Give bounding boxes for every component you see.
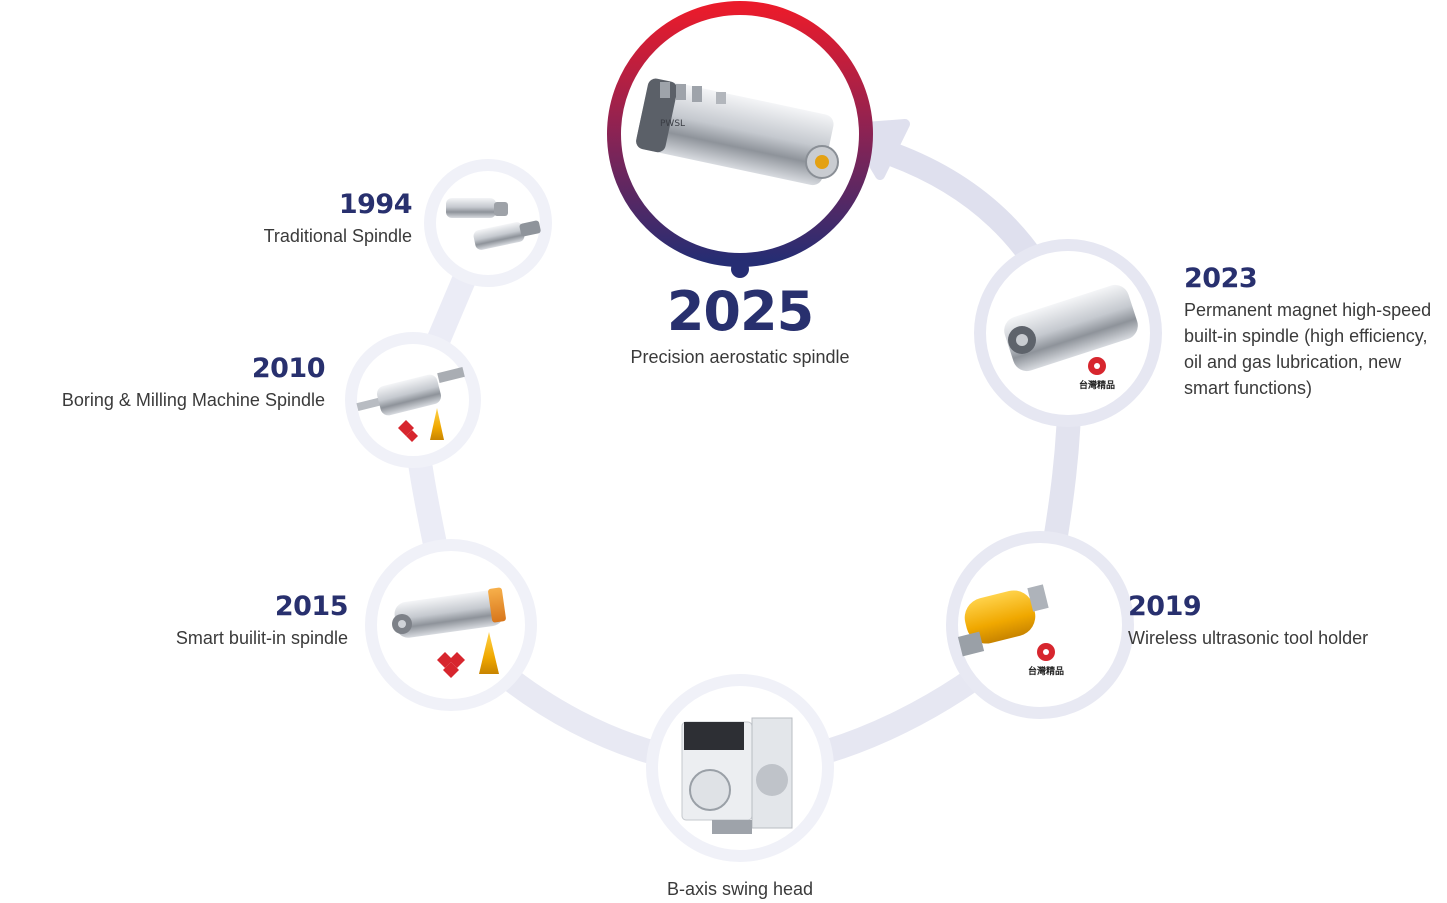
year-label: 2010 — [251, 353, 326, 384]
svg-text:台灣精品: 台灣精品 — [1028, 665, 1064, 677]
ultrasonic-tool-holder-image: 台灣精品 — [957, 584, 1064, 677]
milestone-b-axis: B-axis swing head — [590, 874, 890, 902]
node-2010[interactable] — [345, 332, 481, 468]
node-1994[interactable] — [424, 159, 552, 287]
taiwan-excellence-badge: 台灣精品 — [1079, 357, 1115, 391]
milestone-label: Permanent magnet high-speed built-in spi… — [1184, 300, 1432, 398]
year-label: 2023 — [1184, 263, 1258, 294]
node-2025-dot — [731, 260, 749, 278]
traditional-spindle-image — [446, 198, 541, 250]
year-label: 2019 — [1128, 591, 1202, 622]
node-b-axis[interactable] — [646, 674, 834, 862]
svg-text:台灣精品: 台灣精品 — [1079, 379, 1115, 391]
award-badge-icon — [398, 408, 444, 442]
smart-spindle-image — [392, 587, 506, 678]
milestone-1994: 1994 Traditional Spindle — [150, 189, 413, 249]
node-2025[interactable]: PWSL — [607, 1, 873, 278]
aerostatic-spindle-image: PWSL — [636, 78, 839, 186]
milestone-label: B-axis swing head — [666, 879, 814, 899]
milestone-2023: 2023 Permanent magnet high-speed built-i… — [1184, 263, 1446, 401]
milestone-label: Traditional Spindle — [263, 226, 412, 246]
year-label: 1994 — [338, 189, 413, 220]
permanent-magnet-spindle-image: 台灣精品 — [1004, 284, 1138, 391]
milestone-label: Precision aerostatic spindle — [630, 347, 850, 367]
b-axis-swing-head-image — [681, 717, 793, 834]
award-badge-icon — [437, 632, 499, 678]
milestone-2010: 2010 Boring & Milling Machine Spindle — [20, 353, 326, 413]
milestone-2015: 2015 Smart builit-in spindle — [100, 591, 349, 651]
year-label: 2015 — [274, 591, 349, 622]
boring-milling-spindle-image — [356, 367, 465, 442]
node-2023[interactable]: 台灣精品 — [974, 239, 1162, 427]
node-2019[interactable]: 台灣精品 — [946, 531, 1134, 719]
milestone-label: Boring & Milling Machine Spindle — [61, 390, 325, 410]
svg-text:PWSL: PWSL — [660, 119, 685, 129]
year-label: 2025 — [666, 280, 814, 343]
taiwan-excellence-badge: 台灣精品 — [1028, 643, 1064, 677]
milestone-label: Wireless ultrasonic tool holder — [1128, 628, 1369, 648]
milestone-2019: 2019 Wireless ultrasonic tool holder — [1128, 591, 1428, 651]
milestone-2025: 2025 Precision aerostatic spindle — [580, 282, 900, 370]
node-2015[interactable] — [365, 539, 537, 711]
milestone-label: Smart builit-in spindle — [175, 628, 348, 648]
